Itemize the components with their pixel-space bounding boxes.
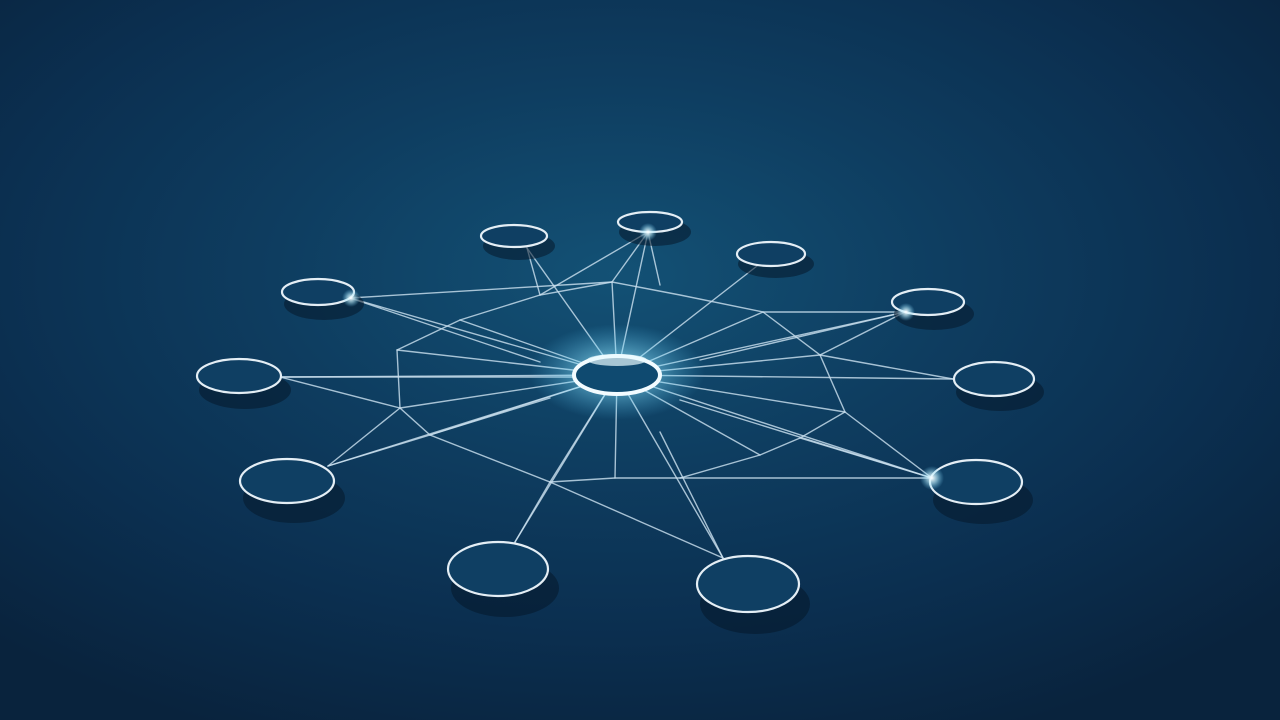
edge <box>844 411 933 479</box>
spark <box>897 303 915 321</box>
edge <box>429 397 551 436</box>
spark <box>342 289 360 307</box>
hub-node <box>529 324 705 420</box>
edge <box>327 434 431 467</box>
node-bottom-right <box>695 554 810 634</box>
node-top-left <box>479 223 555 260</box>
spark <box>639 223 657 241</box>
edge <box>327 407 401 467</box>
edge <box>819 354 954 380</box>
edge <box>349 281 613 299</box>
edge <box>349 297 541 363</box>
satellite-nodes <box>195 210 1044 634</box>
edge <box>699 311 906 361</box>
edge <box>539 231 649 296</box>
edge <box>279 376 401 409</box>
node-lower-left <box>238 457 345 523</box>
node-left <box>195 357 291 409</box>
edge <box>514 481 551 543</box>
node-right <box>952 360 1044 411</box>
edge <box>679 399 933 479</box>
node-bottom-left <box>446 540 559 617</box>
connection-sparks <box>342 223 944 490</box>
edge <box>819 311 906 356</box>
edge <box>659 431 724 559</box>
node-upper-right <box>890 287 974 330</box>
spark <box>920 466 944 490</box>
edge <box>549 481 724 559</box>
node-top-right <box>735 240 814 278</box>
edge <box>396 281 846 483</box>
node-lower-right <box>928 458 1033 524</box>
